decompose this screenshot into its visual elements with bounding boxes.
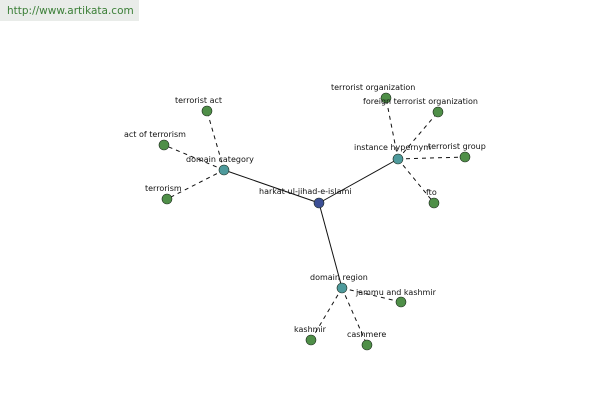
root-node[interactable]	[313, 197, 325, 209]
edge-domain-category-to-act-of-terrorism	[163, 144, 225, 171]
leaf-label-cashmere: cashmere	[347, 330, 386, 339]
edge-instance-hypernym-to-fto	[397, 158, 435, 204]
leaf-label-terrorist-act: terrorist act	[175, 96, 222, 105]
edge-domain-region-to-kashmir	[310, 287, 343, 341]
edge-root-to-domain-region	[318, 202, 343, 289]
leaf-node-terrorist-act[interactable]	[201, 105, 213, 117]
edge-root-to-domain-category	[223, 169, 320, 204]
edge-instance-hypernym-to-foreign-terrorist-organization	[397, 111, 439, 160]
category-node-domain-region[interactable]	[336, 282, 348, 294]
leaf-label-terrorism: terrorism	[145, 184, 182, 193]
edge-instance-hypernym-to-terrorist-organization	[385, 97, 399, 160]
leaf-node-terrorist-group[interactable]	[459, 151, 471, 163]
label-layer: harkat-ul-jihad-e-islami domain category i…	[124, 83, 486, 339]
edge-layer	[163, 97, 466, 346]
category-label-domain-region: domain region	[310, 273, 368, 282]
category-label-instance-hypernym: instance hypernym	[354, 143, 431, 152]
edge-domain-category-to-terrorism	[166, 169, 225, 200]
root-node-label: harkat-ul-jihad-e-islami	[259, 187, 352, 196]
leaf-label-kashmir: kashmir	[294, 325, 327, 334]
category-label-domain-category: domain category	[186, 155, 254, 164]
leaf-label-fto: fto	[426, 188, 437, 197]
leaf-node-jammu-and-kashmir[interactable]	[395, 296, 407, 308]
edge-domain-region-to-cashmere	[341, 287, 368, 346]
leaf-node-act-of-terrorism[interactable]	[158, 139, 170, 151]
edge-root-to-instance-hypernym	[318, 158, 399, 204]
leaf-node-terrorism[interactable]	[161, 193, 173, 205]
header-band: http://www.artikata.com	[0, 0, 139, 21]
leaf-label-act-of-terrorism: act of terrorism	[124, 130, 186, 139]
leaf-node-terrorist-organization[interactable]	[380, 92, 392, 104]
leaf-label-terrorist-group: terrorist group	[428, 142, 486, 151]
leaf-label-foreign-terrorist-organization: foreign terrorist organization	[363, 97, 478, 106]
leaf-node-fto[interactable]	[428, 197, 440, 209]
category-node-instance-hypernym[interactable]	[392, 153, 404, 165]
edge-domain-region-to-jammu-and-kashmir	[341, 287, 402, 303]
source-url-link[interactable]: http://www.artikata.com	[7, 5, 134, 17]
leaf-node-cashmere[interactable]	[361, 339, 373, 351]
edge-instance-hypernym-to-terrorist-group	[397, 156, 466, 160]
edge-domain-category-to-terrorist-act	[206, 110, 225, 171]
leaf-label-terrorist-organization: terrorist organization	[331, 83, 415, 92]
leaf-node-kashmir[interactable]	[305, 334, 317, 346]
category-node-domain-category[interactable]	[218, 164, 230, 176]
leaf-label-jammu-and-kashmir: jammu and kashmir	[355, 288, 437, 297]
leaf-node-foreign-terrorist-organization[interactable]	[432, 106, 444, 118]
node-layer	[158, 92, 471, 351]
